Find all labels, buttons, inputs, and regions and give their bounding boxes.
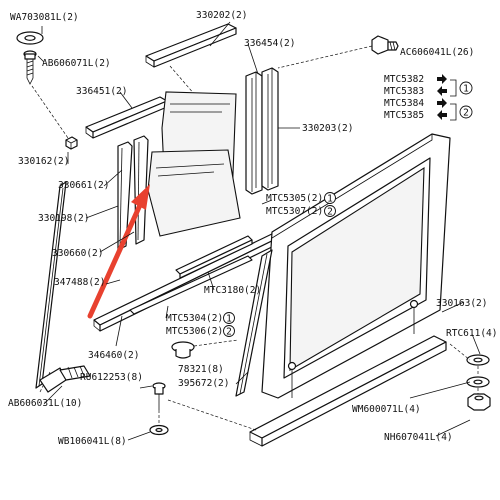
red-pointer-arrow bbox=[87, 184, 150, 319]
screw-ac606041l bbox=[371, 35, 399, 55]
label-wb106041l: WB106041L(8) bbox=[58, 436, 127, 447]
label-leaders bbox=[37, 21, 481, 441]
washer-wa703081l bbox=[16, 31, 44, 45]
door-frame bbox=[261, 133, 451, 399]
circle-marker-1-mtc5305: 1 bbox=[324, 192, 336, 205]
channel-330203 bbox=[261, 67, 279, 191]
channel-336451 bbox=[85, 96, 168, 139]
label-330661: 330661(2) bbox=[58, 180, 109, 191]
label-wa703081l: WA703081L(2) bbox=[10, 12, 79, 23]
leader-rail-dash bbox=[167, 399, 257, 431]
leader-nut-stack bbox=[449, 343, 479, 394]
label-mtc5384: MTC5384 bbox=[384, 98, 424, 109]
label-330660: 330660(2) bbox=[52, 248, 103, 259]
label-mtc5383: MTC5383 bbox=[384, 86, 424, 97]
label-78321: 78321(8) bbox=[178, 364, 224, 375]
label-mtc3180: MTC3180(2) bbox=[204, 285, 261, 296]
label-ru612253: RU612253(8) bbox=[80, 372, 143, 383]
label-ab606031l: AB606031L(10) bbox=[8, 398, 82, 409]
label-336451: 336451(2) bbox=[76, 86, 127, 97]
circle-marker-2-mtc5306: 2 bbox=[223, 325, 235, 338]
channel-336454 bbox=[245, 71, 263, 195]
circle-marker-1-right: 1 bbox=[459, 81, 473, 95]
label-mtc5304: MTC5304(2) bbox=[166, 313, 223, 324]
rivet-ru612253 bbox=[152, 382, 166, 424]
circle-marker-1-mtc5304: 1 bbox=[223, 312, 235, 325]
svg-text:1: 1 bbox=[463, 84, 469, 95]
label-mtc5382: MTC5382 bbox=[384, 74, 424, 85]
svg-text:2: 2 bbox=[327, 207, 333, 218]
block-330162 bbox=[65, 136, 78, 150]
svg-text:1: 1 bbox=[226, 314, 232, 325]
label-330198: 330198(2) bbox=[38, 213, 89, 224]
label-nh607041l: NH607041L(4) bbox=[384, 432, 453, 443]
circle-marker-2-right: 2 bbox=[459, 105, 473, 119]
circle-marker-2-mtc5307: 2 bbox=[324, 205, 336, 218]
channel-330202 bbox=[145, 23, 237, 68]
bolt-ab606031l bbox=[39, 365, 91, 393]
label-330163: 330163(2) bbox=[436, 298, 487, 309]
channel-330661 bbox=[117, 141, 133, 251]
label-336454: 336454(2) bbox=[244, 38, 295, 49]
label-ac606041l: AC606041L(26) bbox=[400, 47, 474, 58]
washer-wm600071l bbox=[466, 376, 490, 388]
nut-nh607041l bbox=[467, 393, 491, 411]
label-330162: 330162(2) bbox=[18, 156, 69, 167]
svg-text:2: 2 bbox=[226, 327, 232, 338]
label-mtc5385: MTC5385 bbox=[384, 110, 424, 121]
label-395672: 395672(2) bbox=[178, 378, 229, 389]
leader-screw-ac bbox=[277, 45, 373, 69]
label-346460: 346460(2) bbox=[88, 350, 139, 361]
label-mtc5307: MTC5307(2) bbox=[266, 206, 323, 217]
leader-screw-block bbox=[31, 85, 69, 139]
runner-mtc3180 bbox=[175, 235, 253, 279]
label-330203: 330203(2) bbox=[302, 123, 353, 134]
bracket-mtc5382-5385 bbox=[450, 79, 457, 121]
label-mtc5306: MTC5306(2) bbox=[166, 326, 223, 337]
screw-ab606071l bbox=[23, 50, 37, 85]
plug-78321 bbox=[171, 339, 239, 359]
label-rtc611: RTC611(4) bbox=[446, 328, 497, 339]
frame-studs bbox=[291, 308, 415, 398]
label-wm600071l: WM600071L(4) bbox=[352, 404, 421, 415]
svg-text:2: 2 bbox=[463, 108, 469, 119]
label-mtc5305: MTC5305(2) bbox=[266, 193, 323, 204]
rail-330163 bbox=[249, 335, 447, 447]
label-347488: 347488(2) bbox=[54, 277, 105, 288]
label-ab606071l: AB606071L(2) bbox=[42, 58, 111, 69]
direction-arrows bbox=[437, 74, 447, 120]
spacer-rtc611 bbox=[466, 354, 490, 366]
pillar-395672 bbox=[235, 249, 273, 397]
glass-pane-front bbox=[147, 149, 241, 237]
washer-wb106041l bbox=[149, 424, 169, 436]
svg-text:1: 1 bbox=[327, 194, 333, 205]
label-330202: 330202(2) bbox=[196, 10, 247, 21]
